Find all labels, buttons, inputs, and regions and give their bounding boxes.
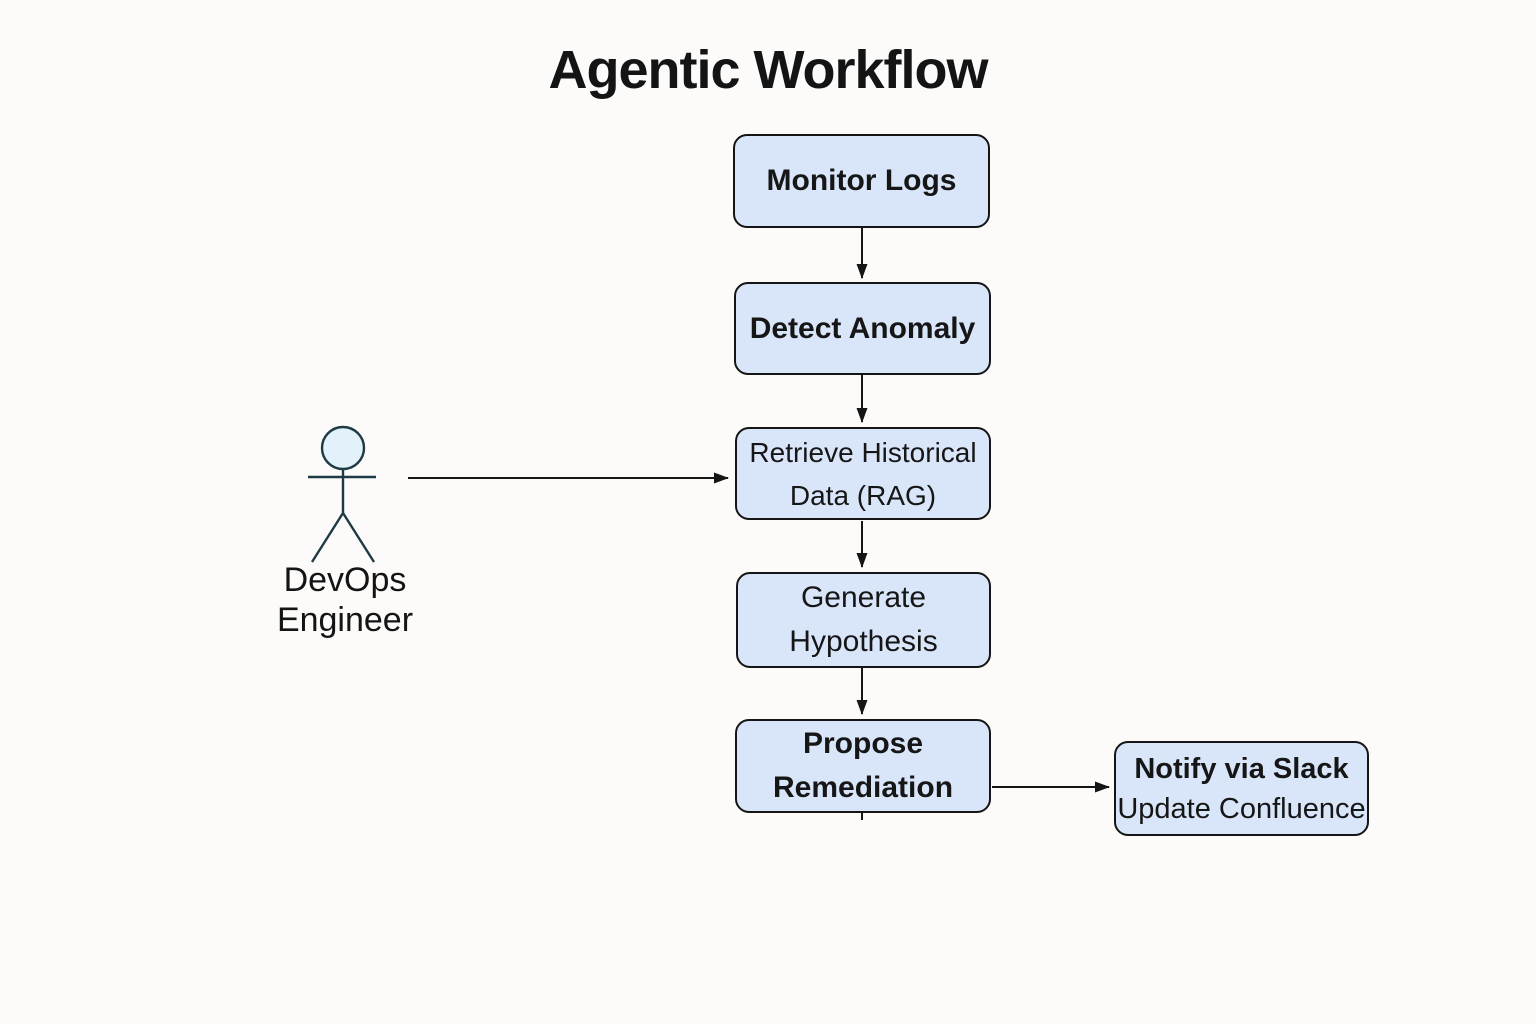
node-propose-remediation: Propose Remediation [735, 719, 991, 813]
actor-label-line2: Engineer [276, 601, 414, 639]
actor-figure-icon [308, 425, 376, 563]
actor-left-leg [310, 512, 345, 563]
node-label: Detect Anomaly [749, 311, 976, 345]
actor-right-leg [341, 512, 376, 563]
node-label: Monitor Logs [766, 164, 957, 197]
node-label-line1: Notify via Slack [1134, 752, 1349, 785]
node-label-line1: Generate [800, 581, 927, 614]
node-label-line1: Propose [802, 727, 924, 760]
node-label-line2: Hypothesis [789, 625, 938, 658]
node-label-line1: Retrieve Historical [749, 436, 977, 468]
node-retrieve-historical-data: Retrieve Historical Data (RAG) [735, 427, 991, 520]
node-label-line2: Remediation [772, 771, 954, 804]
node-label-line2: Update Confluence [1117, 792, 1366, 825]
node-label-line2: Data (RAG) [789, 479, 937, 511]
node-generate-hypothesis: Generate Hypothesis [736, 572, 991, 668]
actor-label-line1: DevOps [283, 561, 407, 599]
diagram-title: Agentic Workflow [548, 40, 988, 100]
actor-head [320, 425, 366, 471]
node-notify-via-slack: Notify via Slack Update Confluence [1114, 741, 1369, 836]
node-detect-anomaly: Detect Anomaly [734, 282, 991, 375]
actor-label-devops-engineer: DevOps Engineer [243, 560, 447, 640]
node-monitor-logs: Monitor Logs [733, 134, 990, 228]
